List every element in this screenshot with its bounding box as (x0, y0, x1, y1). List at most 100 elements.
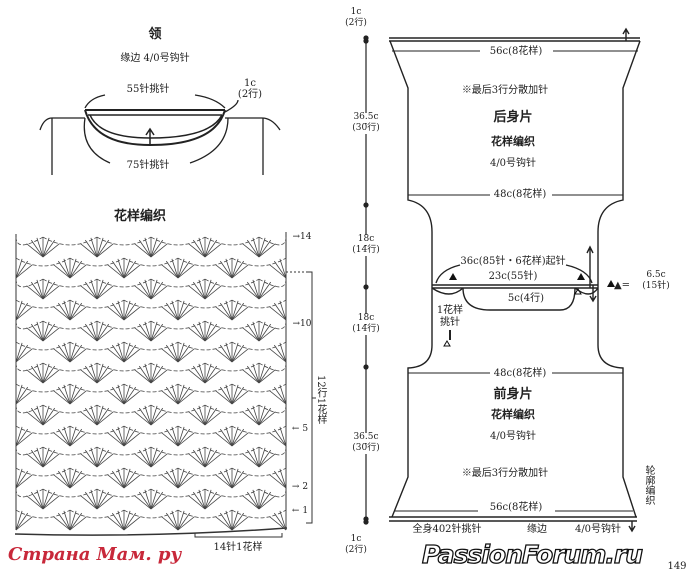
row-marker-14: →14 (292, 232, 312, 242)
dim-top-edge: 1c (350, 7, 362, 17)
fan-stitch (80, 489, 114, 510)
fan-stitch (80, 363, 114, 384)
fan-stitch (269, 258, 287, 279)
stitch-chart-symbols (15, 236, 287, 531)
fan-stitch (242, 489, 276, 510)
shoulder-stitches: (15针) (642, 281, 670, 291)
watermark-strana-mam: Страна Мам. ру (8, 544, 182, 565)
fan-stitch (242, 447, 276, 468)
fan-stitch (134, 321, 168, 342)
front-hook: 4/0号钩针 (489, 431, 537, 442)
row-marker-2: → 2 (291, 482, 309, 492)
fan-stitch (53, 384, 87, 405)
back-hook: 4/0号钩针 (489, 158, 537, 169)
fan-stitch (215, 258, 249, 279)
fan-stitch (161, 510, 195, 531)
watermark-passionforum: PassionForum.ru (421, 540, 643, 569)
dim-front-armhole: 18c (357, 313, 375, 324)
collar-edge-size: 1c (244, 78, 256, 89)
fan-stitch (15, 510, 33, 531)
chain-row (15, 257, 287, 267)
fan-stitch (269, 510, 287, 531)
fan-stitch (188, 489, 222, 510)
fan-stitch (161, 468, 195, 489)
fan-stitch (107, 300, 141, 321)
fan-stitch (134, 363, 168, 384)
dim-bottom-edge: 1c (350, 534, 362, 544)
fan-stitch (26, 489, 60, 510)
shoulder-width: 6.5c (646, 270, 666, 280)
chain-row (15, 299, 287, 309)
fan-stitch (242, 363, 276, 384)
fan-stitch (15, 426, 33, 447)
fan-stitch (242, 405, 276, 426)
dim-back-body: 36.5c (353, 112, 379, 123)
dim-front-body: 36.5c (353, 432, 379, 443)
fan-stitch (80, 237, 114, 258)
edging-label: 缘边 (527, 524, 547, 535)
fan-stitch (188, 363, 222, 384)
collar-title: 领 (148, 27, 162, 42)
fan-stitch (134, 405, 168, 426)
shoulder-markers (449, 273, 615, 287)
fan-stitch (134, 489, 168, 510)
fan-stitch (188, 279, 222, 300)
fan-stitch (15, 300, 33, 321)
fan-stitch (269, 384, 287, 405)
fan-stitch (215, 468, 249, 489)
fan-stitch (188, 321, 222, 342)
back-cast-on: 36c(85针・6花样)起针 (460, 256, 566, 267)
fan-stitch (269, 342, 287, 363)
fan-stitch (188, 405, 222, 426)
fan-stitch (134, 447, 168, 468)
fan-stitch (26, 321, 60, 342)
fan-stitch (107, 384, 141, 405)
fan-stitch (15, 384, 33, 405)
back-hem-width: 56c(8花样) (489, 46, 543, 57)
pickup-line2: 挑针 (440, 317, 460, 328)
fan-stitch (161, 384, 195, 405)
fan-stitch (53, 258, 87, 279)
front-neck-depth: 5c(4行) (507, 293, 545, 304)
pickup-line1: 1花样 (436, 305, 464, 316)
fan-stitch (80, 447, 114, 468)
chain-row (15, 341, 287, 351)
fan-stitch (26, 405, 60, 426)
row-marker-5: ← 5 (291, 424, 309, 434)
fan-stitch (269, 468, 287, 489)
repeat-stitches-label: 14针1花样 (213, 542, 263, 553)
front-increase-note: ※最后3行分散加针 (461, 468, 549, 479)
fan-stitch (15, 258, 33, 279)
fan-stitch (161, 258, 195, 279)
fan-stitch (215, 342, 249, 363)
fan-stitch (80, 321, 114, 342)
stitch-chart-frame (14, 232, 316, 538)
fan-stitch (269, 426, 287, 447)
fan-stitch (107, 426, 141, 447)
garment-outline (389, 27, 641, 533)
front-hem-width: 56c(8花样) (489, 502, 543, 513)
fan-stitch (161, 342, 195, 363)
fan-stitch (215, 510, 249, 531)
back-increase-note: ※最后3行分散加针 (461, 85, 549, 96)
dim-back-armhole: 18c (357, 234, 375, 245)
front-chest-width: 48c(8花样) (493, 368, 547, 379)
fan-stitch (26, 363, 60, 384)
chain-row (15, 425, 287, 435)
fan-stitch (215, 384, 249, 405)
collar-bottom-pickup: 75针挑针 (126, 160, 170, 171)
fan-stitch (134, 237, 168, 258)
dim-back-armhole-rows: (14行) (352, 245, 380, 256)
fan-stitch (53, 510, 87, 531)
dim-bottom-edge-rows: (2行) (345, 545, 367, 555)
outline-stitch-label: 轮廓编织 (643, 465, 654, 505)
chain-row (15, 467, 287, 477)
fan-stitch (26, 447, 60, 468)
fan-stitch (242, 279, 276, 300)
fan-stitch (242, 237, 276, 258)
fan-stitch (53, 426, 87, 447)
fan-stitch (107, 258, 141, 279)
fan-stitch (134, 279, 168, 300)
fan-stitch (269, 300, 287, 321)
